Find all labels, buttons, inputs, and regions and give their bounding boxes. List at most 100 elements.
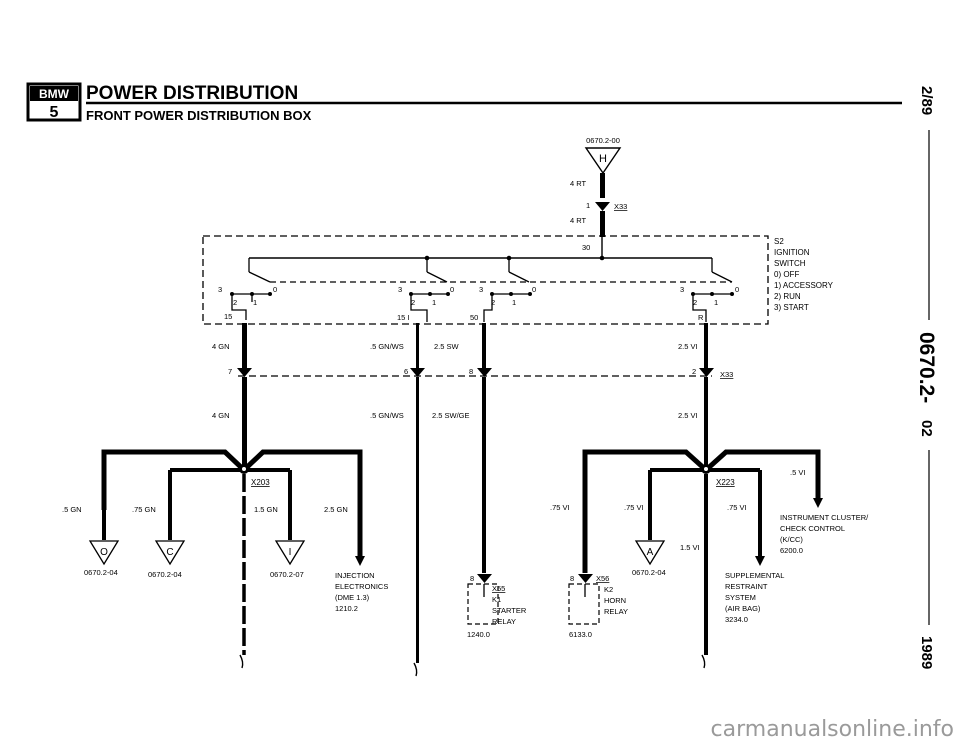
switch-contact-dots [230,292,734,296]
wire-label-05gnws-b: .5 GN/WS [370,411,404,420]
x33-pin-2: 2 [692,367,696,376]
x223-label: X223 [716,478,735,487]
wire-top-1-label: 4 RT [570,179,587,188]
side-doc-code: 0670.2- [915,332,938,403]
svg-text:1: 1 [432,298,436,307]
svg-text:0: 0 [735,285,739,294]
wire-label-05gnws: .5 GN/WS [370,342,404,351]
svg-text:INJECTION: INJECTION [335,571,375,580]
fuse-o-symbol: O [88,540,120,566]
terminal-15i: 15 I [397,313,410,322]
svg-text:(DME 1.3): (DME 1.3) [335,593,370,602]
svg-text:INSTRUMENT CLUSTER/: INSTRUMENT CLUSTER/ [780,513,869,522]
airbag-system-label: SUPPLEMENTAL RESTRAINT SYSTEM (AIR BAG) … [725,571,784,624]
fuse-o-ref: 0670.2-04 [84,568,118,577]
svg-text:1: 1 [253,298,257,307]
x33-pin-7: 7 [228,367,232,376]
svg-text:K2: K2 [604,585,613,594]
svg-text:2: 2 [693,298,697,307]
terminal-15: 15 [224,312,232,321]
wire-4gn-lower [242,377,247,465]
fuse-a-ref: 0670.2-04 [632,568,666,577]
svg-text:3: 3 [398,285,402,294]
wire-label-075gn: .75 GN [132,505,156,514]
fuse-c-symbol: C [154,540,186,566]
injection-electronics-label: INJECTION ELECTRONICS (DME 1.3) 1210.2 [335,571,388,613]
horn-relay-k2: 8 X56 K2 HORN RELAY 6133.0 [568,574,628,639]
svg-text:1: 1 [714,298,718,307]
fuse-c-ref: 0670.2-04 [148,570,182,579]
switch-pos-acc: 1) ACCESSORY [774,281,834,290]
wire-label-15vi: 1.5 VI [680,543,700,552]
svg-text:3: 3 [680,285,684,294]
x203-label: X203 [251,478,270,487]
svg-text:6133.0: 6133.0 [569,630,592,639]
wire-05gnws-upper [416,323,419,368]
switch-pos-run: 2) RUN [774,292,801,301]
wire-top-2 [600,211,605,237]
logo-bmw-text: BMW [39,87,70,101]
switch-name-2: SWITCH [774,259,806,268]
svg-text:HORN: HORN [604,596,626,605]
x33-pin-6: 6 [404,367,408,376]
wire-label-25swge: 2.5 SW/GE [432,411,470,420]
svg-text:RELAY: RELAY [604,607,628,616]
svg-text:2: 2 [411,298,415,307]
fuse-i-ref: 0670.2-07 [270,570,304,579]
x33-pin-1: 1 [586,201,590,210]
svg-text:(AIR BAG): (AIR BAG) [725,604,761,613]
splice-x203 [101,449,365,669]
svg-text:0: 0 [532,285,536,294]
wire-label-4gn-b: 4 GN [212,411,230,420]
splice-x223 [582,449,823,669]
svg-text:0: 0 [450,285,454,294]
bmw-5-logo: BMW 5 [26,82,82,122]
wire-label-075vi-c: .75 VI [727,503,747,512]
svg-text:1: 1 [512,298,516,307]
ignition-switch-box [202,235,769,325]
svg-text:RESTRAINT: RESTRAINT [725,582,768,591]
switch-id: S2 [774,237,784,246]
switch-pos-start: 3) START [774,303,809,312]
watermark: carmanualsonline.info [711,717,954,742]
wire-label-05gn: .5 GN [62,505,82,514]
wire-label-25gn: 2.5 GN [324,505,348,514]
ignition-switch-legend: S2 IGNITION SWITCH 0) OFF 1) ACCESSORY 2… [774,237,834,312]
wire-label-075vi-b: .75 VI [624,503,644,512]
svg-text:3: 3 [479,285,483,294]
wire-05gnws-continues [413,662,418,677]
svg-text:1210.2: 1210.2 [335,604,358,613]
svg-text:A: A [647,547,654,558]
svg-text:X56: X56 [596,574,609,583]
fuse-i-symbol: I [274,540,306,566]
wire-4gn-upper [242,323,247,368]
svg-text:1240.0: 1240.0 [467,630,490,639]
fuse-h-label: H [599,153,607,165]
x33-top-label: X33 [614,202,627,211]
svg-text:K1: K1 [492,595,501,604]
side-doc-code-sub: 02 [918,420,935,437]
svg-text:STARTER: STARTER [492,606,527,615]
wire-25sw-upper [482,323,486,368]
wire-label-25vi-b: 2.5 VI [678,411,698,420]
svg-text:ELECTRONICS: ELECTRONICS [335,582,388,591]
svg-text:CHECK CONTROL: CHECK CONTROL [780,524,845,533]
svg-text:3: 3 [218,285,222,294]
svg-text:8: 8 [470,574,474,583]
wire-25vi-upper [704,323,708,368]
logo-series-text: 5 [50,104,59,121]
page-subtitle: FRONT POWER DISTRIBUTION BOX [86,108,312,123]
switch-terminal-30: 30 [582,243,590,252]
starter-relay-k1: 8 X55 K1 STARTER RELAY 1240.0 [467,574,527,639]
svg-text:X55: X55 [492,584,505,593]
terminal-r: R [698,313,704,322]
fuse-a-symbol: A [634,540,666,566]
switch-name-1: IGNITION [774,248,810,257]
wire-label-4gn: 4 GN [212,342,230,351]
instrument-cluster-label: INSTRUMENT CLUSTER/ CHECK CONTROL (K/CC)… [780,513,869,555]
svg-text:SUPPLEMENTAL: SUPPLEMENTAL [725,571,784,580]
wire-label-05vi: .5 VI [790,468,805,477]
svg-text:8: 8 [570,574,574,583]
